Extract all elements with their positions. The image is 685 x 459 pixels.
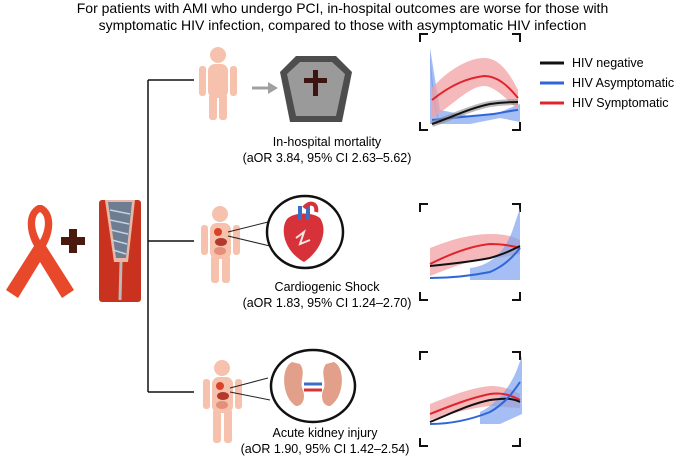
outcome-stat: (aOR 3.84, 95% CI 2.63–5.62) [242,151,412,165]
outcome-caption-aki: Acute kidney injury (aOR 1.90, 95% CI 1.… [241,425,410,457]
title-line-2: symptomatic HIV infection, compared to t… [98,17,587,33]
outcome-name: In-hospital mortality [272,135,382,149]
legend-label-hiv-negative: HIV negative [572,56,644,70]
outcome-stat: (aOR 1.83, 95% CI 1.24–2.70) [242,296,412,310]
body-silhouette-3 [203,360,242,443]
outcome-caption-mortality: In-hospital mortality (aOR 3.84, 95% CI … [243,134,412,166]
outcome-caption-shock: Cardiogenic Shock (aOR 1.83, 95% CI 1.24… [243,279,412,311]
outcome-name: Cardiogenic Shock [274,280,380,294]
hiv-ribbon-icon [6,205,74,298]
outcome-stat: (aOR 1.90, 95% CI 1.42–2.54) [240,442,410,456]
mini-chart-shock [419,203,521,301]
outcome-name: Acute kidney injury [272,426,378,440]
stent-icon [99,200,141,302]
coffin-icon [280,56,352,122]
mini-chart-mortality [419,33,521,131]
title-line-1: For patients with AMI who undergo PCI, i… [76,0,609,16]
body-silhouette-1 [199,47,237,120]
callout-lines-2 [227,221,271,247]
plus-icon [61,229,85,253]
mini-chart-aki [419,351,522,447]
legend-label-hiv-symptomatic: HIV Symptomatic [572,96,669,110]
kidney-icon [269,348,357,424]
legend [540,61,564,105]
callout-lines-3 [229,377,271,401]
arrow-icon [252,82,278,94]
branch-connector [147,79,194,393]
figure-title: For patients with AMI who undergo PCI, i… [0,0,685,34]
body-silhouette-2 [201,206,240,283]
legend-label-hiv-asymptomatic: HIV Asymptomatic [572,76,675,90]
heart-icon [265,194,345,270]
